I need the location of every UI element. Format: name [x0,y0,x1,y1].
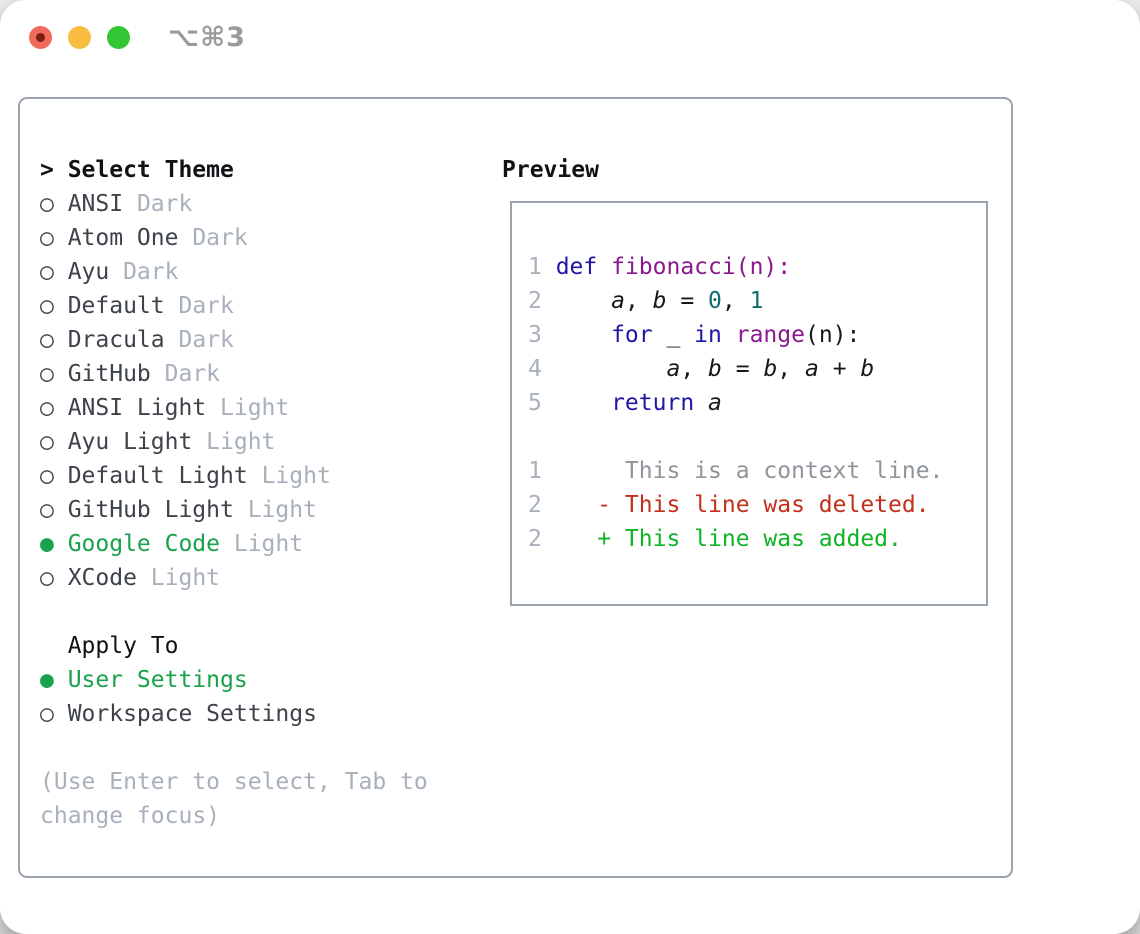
apply-to-header: Apply To [40,629,485,663]
apply-to-title: Apply To [67,633,179,659]
close-button-icon[interactable] [29,26,52,49]
theme-variant-tag: Light [233,531,304,557]
theme-variant-tag: Light [247,497,317,523]
line-number: 3 [528,322,556,348]
preview-box: 1 def fibonacci(n): 2 a, b = 0, 1 3 for … [510,201,988,606]
radio-bullet-icon: ○ [40,429,54,455]
preview-section: Preview 1 def fibonacci(n): 2 a, b = 0, … [502,153,988,606]
keyboard-hint: (Use Enter to select, Tab to change focu… [40,769,428,829]
radio-bullet-icon: ○ [40,361,54,387]
preview-line [528,420,970,454]
theme-name: Dracula [67,327,179,353]
theme-option[interactable]: ○ Default Light Light [40,459,485,493]
theme-name: GitHub Light [67,497,248,523]
radio-bullet-icon: ○ [40,191,54,217]
theme-name: Google Code [67,531,234,557]
theme-variant-tag: Dark [136,191,193,217]
theme-name: ANSI Light [67,395,221,421]
traffic-lights [29,26,130,49]
theme-list: ○ ANSI Dark ○ Atom One Dark ○ Ayu Dark ○ Def… [40,187,485,595]
theme-option[interactable]: ○ ANSI Dark [40,187,485,221]
theme-picker-panel: > Select Theme ○ ANSI Dark ○ Atom One Dark … [18,97,1013,878]
line-number: 1 [528,254,556,280]
line-number: 1 [528,458,556,484]
theme-variant-tag: Dark [192,225,248,251]
radio-bullet-icon: ○ [40,293,54,319]
preview-title: Preview [502,157,599,183]
theme-name: Ayu Light [67,429,207,455]
window-title: ⌥⌘3 [168,22,246,53]
preview-line: 1 This is a context line. [528,454,970,488]
radio-bullet-icon: ○ [40,225,54,251]
theme-name: GitHub [67,361,165,387]
cursor-icon: > [40,157,54,183]
theme-option[interactable]: ● Google Code Light [40,527,485,561]
theme-name: User Settings [67,667,248,693]
theme-name: Default Light [67,463,262,489]
theme-name: Atom One [67,225,193,251]
theme-variant-tag: Light [220,395,290,421]
theme-variant-tag: Light [150,565,221,591]
apply-to-list: ● User Settings ○ Workspace Settings [40,663,485,731]
theme-option[interactable]: ○ Ayu Light Light [40,425,485,459]
theme-variant-tag: Dark [123,259,179,285]
theme-variant-tag: Dark [178,327,234,353]
theme-variant-tag: Light [261,463,331,489]
radio-bullet-icon: ● [40,667,54,693]
theme-name: Default [67,293,179,319]
radio-bullet-icon: ○ [40,327,54,353]
theme-option[interactable]: ○ Ayu Dark [40,255,485,289]
radio-bullet-icon: ○ [40,565,54,591]
theme-option[interactable]: ○ Default Dark [40,289,485,323]
radio-bullet-icon: ● [40,531,54,557]
minimize-button-icon[interactable] [68,26,91,49]
theme-name: XCode [67,565,151,591]
theme-option[interactable]: ○ XCode Light [40,561,485,595]
preview-line: 3 for _ in range(n): [528,318,970,352]
select-theme-title: Select Theme [67,157,234,183]
preview-line: 1 def fibonacci(n): [528,250,970,284]
line-number: 2 [528,288,556,314]
line-number: 5 [528,390,556,416]
radio-bullet-icon: ○ [40,497,54,523]
preview-line: 2 a, b = 0, 1 [528,284,970,318]
spacer [40,731,485,765]
theme-option[interactable]: ○ Dracula Dark [40,323,485,357]
preview-line: 4 a, b = b, a + b [528,352,970,386]
radio-bullet-icon: ○ [40,701,54,727]
zoom-button-icon[interactable] [107,26,130,49]
apply-to-option[interactable]: ○ Workspace Settings [40,697,485,731]
line-number: 2 [528,526,556,552]
radio-bullet-icon: ○ [40,259,54,285]
theme-option[interactable]: ○ ANSI Light Light [40,391,485,425]
preview-line: 2 - This line was deleted. [528,488,970,522]
theme-name: Ayu [67,259,124,285]
line-number [528,420,556,454]
spacer [40,595,485,629]
theme-option[interactable]: ○ GitHub Light Light [40,493,485,527]
theme-list-section: > Select Theme ○ ANSI Dark ○ Atom One Dark … [40,153,485,833]
radio-bullet-icon: ○ [40,395,54,421]
theme-name: ANSI [67,191,137,217]
preview-line: 2 + This line was added. [528,522,970,556]
theme-option[interactable]: ○ Atom One Dark [40,221,485,255]
titlebar: ⌥⌘3 [0,0,1140,76]
theme-option[interactable]: ○ GitHub Dark [40,357,485,391]
theme-variant-tag: Dark [178,293,234,319]
select-theme-header: > Select Theme [40,153,485,187]
apply-to-option[interactable]: ● User Settings [40,663,485,697]
theme-variant-tag: Dark [164,361,221,387]
radio-bullet-icon: ○ [40,463,54,489]
line-number: 4 [528,356,556,382]
theme-variant-tag: Light [206,429,276,455]
preview-line: 5 return a [528,386,970,420]
theme-name: Workspace Settings [67,701,317,727]
line-number: 2 [528,492,556,518]
